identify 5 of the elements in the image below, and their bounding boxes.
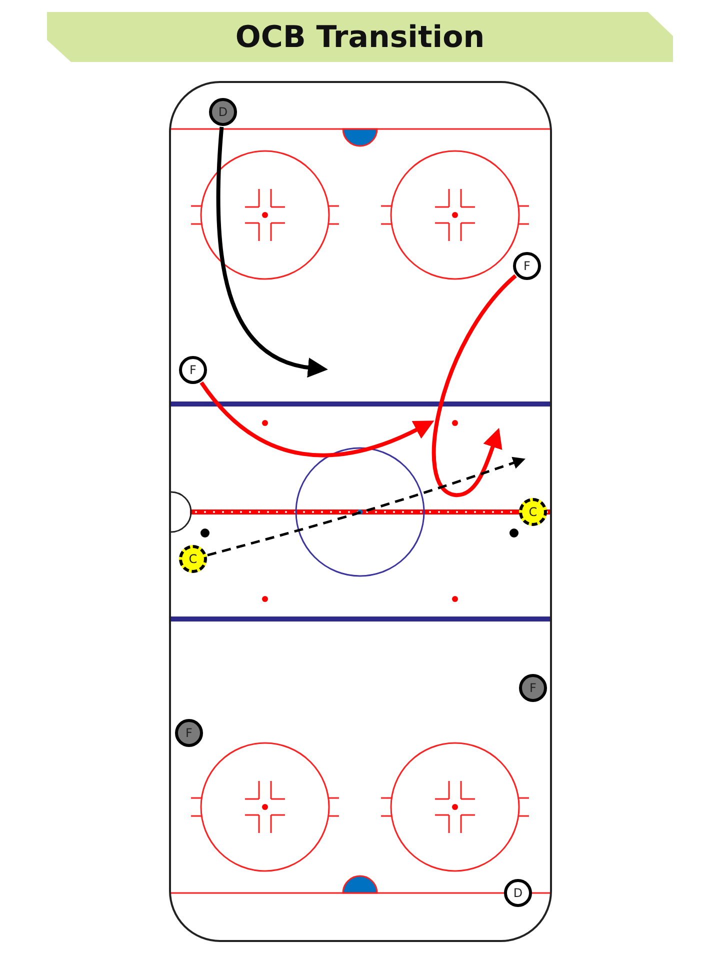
skating-arrow xyxy=(216,126,328,378)
skating-arrow xyxy=(432,274,517,497)
skating-arrow xyxy=(200,381,434,458)
title-banner: OCB Transition xyxy=(47,12,673,62)
pass-arrow xyxy=(207,456,526,556)
